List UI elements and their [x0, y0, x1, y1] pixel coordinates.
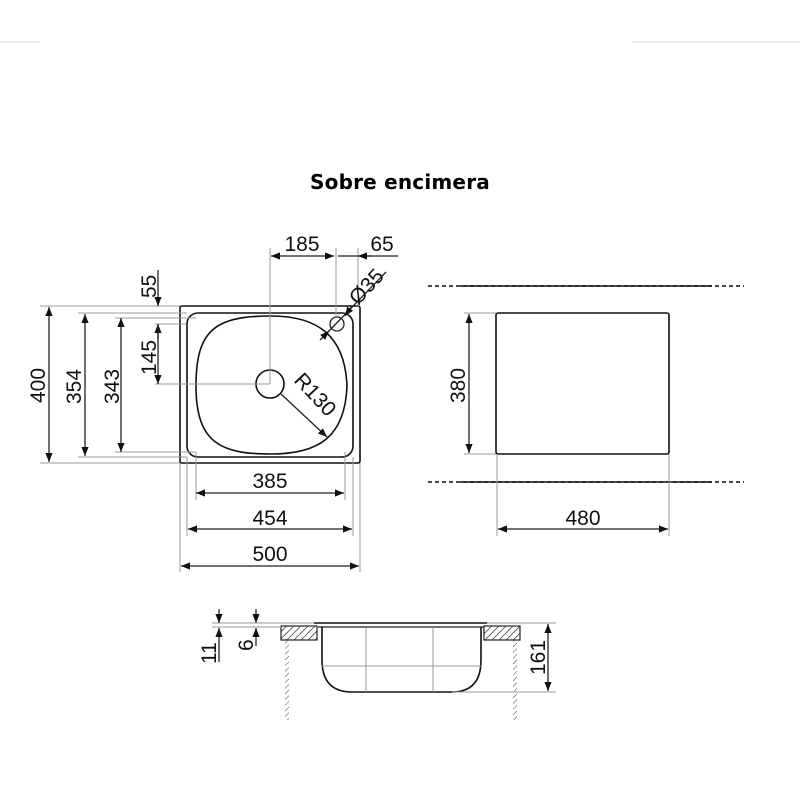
dim-bowl-radius: R130	[289, 369, 340, 421]
sink-bowl-outline	[195, 315, 348, 455]
section-view: 11 6 161	[198, 609, 556, 720]
cutout-outline	[495, 312, 670, 455]
dim-flange-thickness: 6	[235, 639, 258, 651]
cutout-view: 380 480	[428, 285, 744, 536]
dim-tap-hole-offset: 65	[370, 233, 393, 256]
dim-total-width: 500	[252, 543, 287, 566]
dim-drain-offset-y: 145	[138, 340, 161, 375]
dim-inner-depth: 354	[63, 369, 86, 404]
dim-rim-height: 11	[198, 642, 221, 664]
sink-bowl-section	[321, 627, 482, 693]
drawing-title: Sobre encimera	[310, 170, 490, 194]
dim-cutout-width: 480	[565, 507, 600, 530]
sink-top-view: 185 65 Ø35 R130 55 145 400 3	[27, 233, 398, 572]
dim-cutout-depth: 380	[447, 368, 470, 403]
dim-drain-offset-x: 185	[284, 233, 319, 256]
dim-total-depth: 400	[27, 368, 50, 403]
countertop-left	[280, 625, 318, 641]
countertop-right	[483, 625, 521, 641]
dim-bowl-width: 385	[252, 470, 287, 493]
cabinet-wall-left	[285, 640, 289, 720]
dim-bowl-depth: 343	[101, 369, 124, 404]
dim-tap-hole-diameter: Ø35	[345, 265, 389, 310]
tap-hole-icon	[329, 316, 345, 332]
dim-inner-width: 454	[252, 507, 287, 530]
dim-tap-hole-offset-y: 55	[138, 275, 161, 298]
dim-bowl-height: 161	[527, 640, 550, 675]
cabinet-wall-right	[513, 640, 517, 720]
